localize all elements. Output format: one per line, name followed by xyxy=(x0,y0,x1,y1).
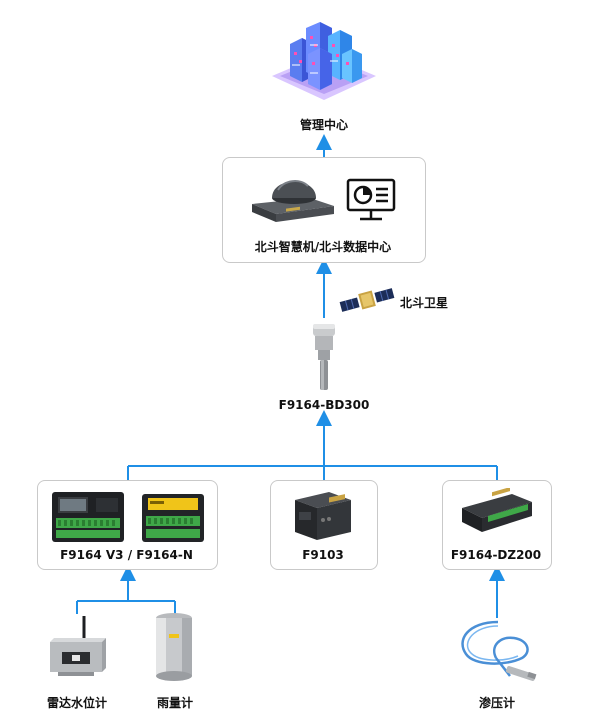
isometric-city-icon xyxy=(272,22,376,100)
bd300-antenna-icon xyxy=(313,324,335,390)
dz200-device-icon xyxy=(462,488,532,532)
radar-gauge-label: 雷达水位计 xyxy=(46,696,107,710)
bd300-label: F9164-BD300 xyxy=(278,398,370,412)
beidou-center-label: 北斗智慧机/北斗数据中心 xyxy=(254,240,392,254)
piezometer-label: 渗压计 xyxy=(478,696,515,710)
piezometer-sensor-icon xyxy=(461,620,537,681)
radar-water-level-gauge-icon xyxy=(50,616,106,676)
f9103-device-icon xyxy=(295,492,351,540)
f9164-v3-rtu-icon xyxy=(52,492,124,542)
monitor-with-chart-icon xyxy=(346,178,396,221)
f9164-n-rtu-icon xyxy=(142,494,204,542)
dz200-label: F9164-DZ200 xyxy=(450,548,542,562)
f9103-label: F9103 xyxy=(302,548,344,562)
f9164-v3-label: F9164 V3 / F9164-N xyxy=(60,548,193,562)
beidou-satellite-label: 北斗卫星 xyxy=(400,296,449,310)
rain-gauge-label: 雨量计 xyxy=(156,696,193,710)
beidou-terminal-device-icon xyxy=(252,180,334,222)
satellite-icon xyxy=(339,288,395,312)
rain-gauge-icon xyxy=(156,613,192,681)
management-center-label: 管理中心 xyxy=(299,118,348,132)
